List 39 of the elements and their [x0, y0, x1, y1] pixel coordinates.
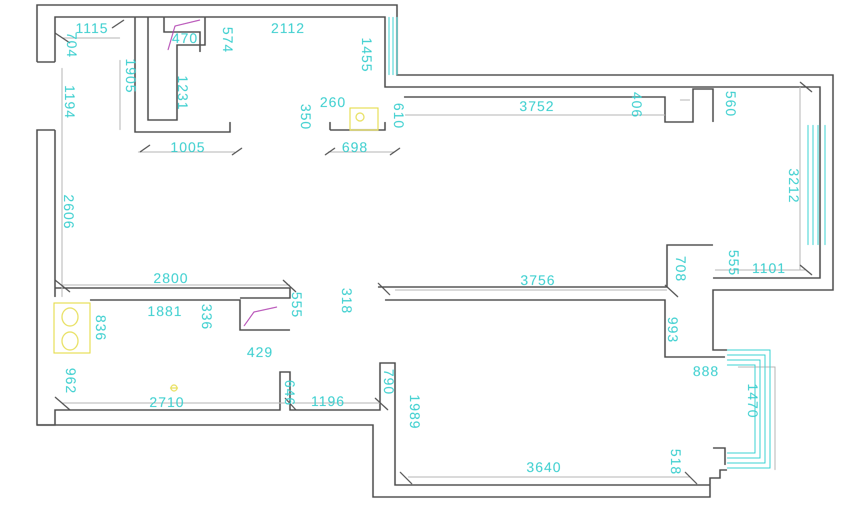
dimension-label: 3756 [520, 273, 556, 287]
dimension-label: 888 [692, 364, 720, 378]
dimension-label: 470 [172, 31, 198, 45]
dimension-label: 2606 [62, 194, 76, 230]
dimension-label: 698 [342, 140, 368, 154]
dimension-label: 406 [630, 92, 644, 118]
dimension-label: 350 [299, 104, 313, 130]
dimension-label: 1231 [176, 75, 190, 111]
dimension-label: 1470 [746, 383, 760, 419]
dimension-label: 790 [382, 368, 396, 396]
dimension-label: 993 [666, 316, 680, 344]
dimension-label: 1989 [408, 394, 422, 430]
dimension-label: 260 [320, 95, 346, 109]
dimension-label: 518 [669, 448, 683, 476]
dimension-label: 555 [290, 292, 304, 318]
dimension-label: 560 [724, 90, 738, 118]
dimension-label: 1005 [170, 140, 206, 154]
dimension-label: 429 [246, 345, 274, 359]
dimension-label: 610 [392, 102, 406, 130]
dimension-label: 836 [94, 314, 108, 342]
dimension-label: 574 [221, 26, 235, 54]
dimension-label: 2710 [149, 395, 185, 409]
dimension-label: 3752 [519, 99, 555, 113]
dimension-label: 3640 [526, 460, 562, 474]
dimension-label: 646 [283, 380, 297, 406]
dimension-label: 555 [727, 250, 741, 276]
dimension-label: 1101 [752, 261, 786, 275]
dimension-label: 1905 [124, 58, 138, 94]
dimension-label: 2800 [153, 271, 189, 285]
dimension-label: 1455 [360, 37, 374, 73]
dimension-label: 1194 [63, 84, 77, 120]
dimension-label: 2112 [270, 21, 306, 35]
dimension-label: 3212 [787, 168, 801, 204]
dimension-label: 1196 [310, 394, 346, 408]
dimension-label: 708 [674, 256, 688, 282]
dimension-label: 336 [200, 304, 214, 330]
dimension-label: 318 [340, 288, 354, 314]
dimension-label: 962 [64, 368, 78, 394]
dimension-label: 1881 [147, 304, 183, 318]
